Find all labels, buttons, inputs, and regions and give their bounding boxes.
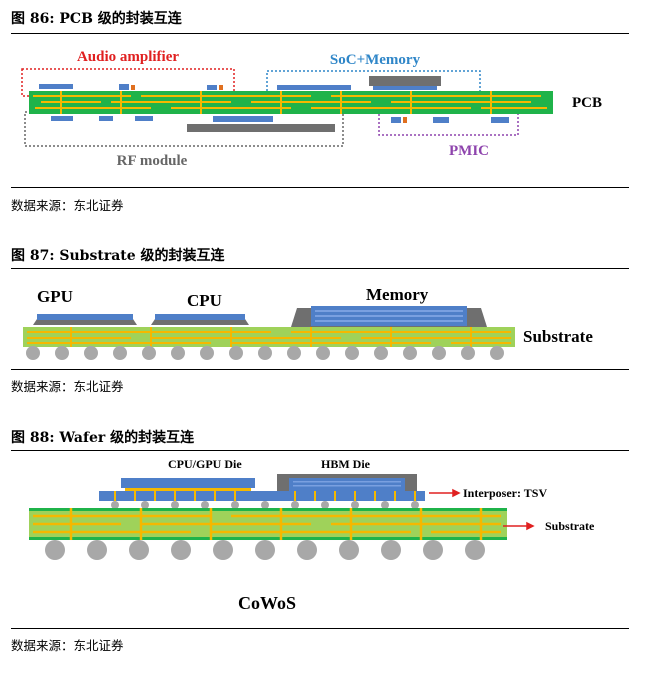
interposer bbox=[99, 491, 425, 501]
pmic-chip-1 bbox=[391, 117, 401, 123]
audio-passive-1 bbox=[131, 85, 135, 90]
pmic-chip-3 bbox=[491, 117, 509, 123]
memory-cells bbox=[315, 310, 463, 322]
rf-chip-1 bbox=[51, 116, 73, 121]
substrate-label: Substrate bbox=[523, 327, 593, 346]
memory-label: Memory bbox=[366, 285, 429, 304]
soc-chip bbox=[277, 85, 351, 90]
audio-chip-3 bbox=[207, 85, 217, 90]
figure-87-title: 图 87: Substrate 级的封装互连 bbox=[11, 248, 225, 264]
substrate-traces bbox=[27, 327, 511, 347]
memory-substrate bbox=[373, 86, 437, 90]
figure-88-bottom-rule bbox=[11, 628, 629, 629]
figure-86-diagram: Audio amplifier SoC+Memory PCB RF module… bbox=[11, 38, 629, 180]
gpu-die bbox=[37, 314, 133, 320]
audio-amplifier-label: Audio amplifier bbox=[77, 49, 179, 65]
figure-86-title: 图 86: PCB 级的封装互连 bbox=[11, 11, 182, 27]
pmic-label: PMIC bbox=[449, 143, 489, 159]
figure-88-top-rule bbox=[11, 450, 629, 451]
figure-87-top-rule bbox=[11, 268, 629, 269]
figure-88-diagram: CPU/GPU Die HBM Die Interposer: TSV Subs… bbox=[11, 454, 629, 624]
soc-memory-label: SoC+Memory bbox=[330, 52, 421, 68]
bga-balls bbox=[26, 346, 504, 360]
figure-86-source: 数据来源：东北证券 bbox=[11, 198, 124, 213]
cpu-label: CPU bbox=[187, 291, 222, 310]
interposer-tsv bbox=[114, 491, 416, 501]
pcb-package-diagram: Audio amplifier SoC+Memory PCB RF module… bbox=[21, 49, 602, 169]
rf-chip-4 bbox=[213, 116, 273, 122]
hbm-stack bbox=[289, 478, 405, 491]
hbm-cells bbox=[293, 481, 401, 487]
substrate-package-diagram: GPU CPU Memory Substrate bbox=[23, 285, 593, 360]
pcb-traces bbox=[33, 91, 547, 114]
rf-chip-3 bbox=[135, 116, 153, 121]
cpu-gpu-bumps bbox=[125, 488, 251, 491]
cpu-die bbox=[155, 314, 245, 320]
gpu-label: GPU bbox=[37, 287, 73, 306]
hbm-die-label: HBM Die bbox=[321, 457, 371, 471]
pcb-label: PCB bbox=[572, 95, 602, 111]
rf-module-label: RF module bbox=[117, 153, 188, 169]
cpu-underfill bbox=[151, 319, 249, 325]
substrate-label: Substrate bbox=[545, 519, 595, 533]
interposer-label: Interposer: TSV bbox=[463, 486, 547, 500]
bga-balls bbox=[45, 540, 485, 560]
audio-passive-2 bbox=[219, 85, 223, 90]
interposer-bumps bbox=[111, 501, 419, 509]
memory-chip bbox=[369, 76, 441, 86]
figure-87-diagram: GPU CPU Memory Substrate bbox=[11, 272, 629, 368]
audio-chip-2 bbox=[119, 84, 129, 90]
figure-88-source: 数据来源：东北证券 bbox=[11, 638, 124, 653]
figure-87-source: 数据来源：东北证券 bbox=[11, 379, 124, 394]
rf-shield bbox=[187, 124, 335, 132]
substrate-bottom-layer bbox=[29, 537, 507, 540]
cowos-label: CoWoS bbox=[238, 593, 296, 613]
rf-chip-2 bbox=[99, 116, 113, 121]
wafer-package-diagram: CPU/GPU Die HBM Die Interposer: TSV Subs… bbox=[29, 457, 595, 613]
pmic-passive bbox=[403, 117, 407, 123]
gpu-underfill bbox=[33, 319, 137, 325]
figure-86-bottom-rule bbox=[11, 187, 629, 188]
cpu-gpu-die-label: CPU/GPU Die bbox=[168, 457, 242, 471]
cpu-gpu-die bbox=[121, 478, 255, 488]
pmic-box bbox=[378, 111, 519, 136]
figure-88-title: 图 88: Wafer 级的封装互连 bbox=[11, 430, 195, 446]
pmic-chip-2 bbox=[433, 117, 449, 123]
substrate-top-layer bbox=[29, 508, 507, 511]
audio-chip-1 bbox=[39, 84, 73, 89]
figure-86-top-rule bbox=[11, 33, 629, 34]
annotation-arrows bbox=[429, 488, 535, 531]
figure-87-bottom-rule bbox=[11, 369, 629, 370]
substrate-traces bbox=[33, 508, 501, 540]
